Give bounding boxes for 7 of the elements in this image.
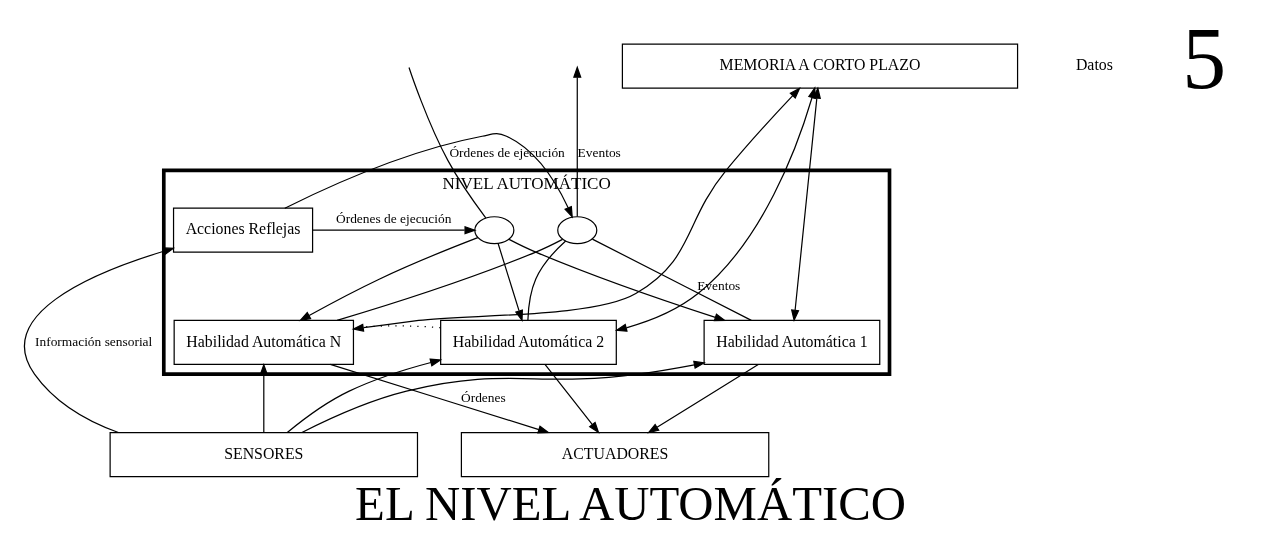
edge-label: Órdenes [461,389,506,405]
diagram-title: EL NIVEL AUTOMÁTICO [355,477,906,532]
edge-label: Eventos [577,144,621,160]
label: 5 [1182,10,1227,108]
edge-label: Información sensorial [35,333,153,349]
edge-label: Órdenes de ejecución [336,210,452,226]
label: Datos [1075,56,1113,74]
